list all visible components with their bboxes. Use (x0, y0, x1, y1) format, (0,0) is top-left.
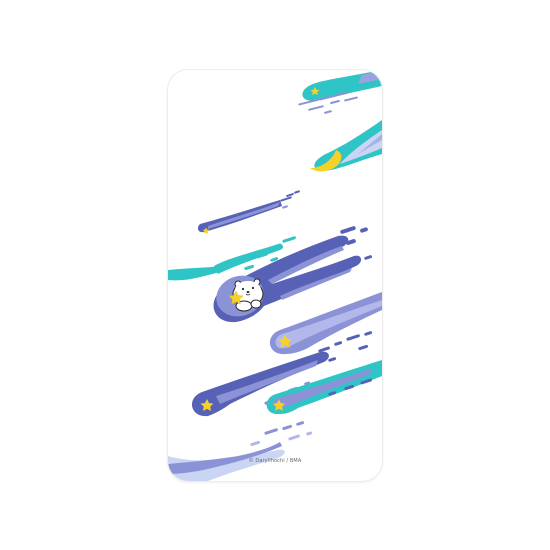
star-icon (273, 399, 285, 411)
polar-bear (228, 278, 264, 312)
teal-comet (298, 70, 382, 114)
teal-moon-streak (310, 120, 382, 172)
star-icon (278, 334, 292, 348)
star-icon (228, 290, 244, 305)
bear-comet (213, 226, 373, 323)
star-icon (200, 399, 214, 411)
lavender-star-comet (269, 292, 382, 362)
phone-case (168, 70, 382, 481)
star-icon (310, 87, 320, 96)
star-icon (202, 227, 210, 234)
navy-comet (197, 190, 300, 234)
moon-icon (310, 150, 342, 172)
case-artwork (168, 70, 382, 481)
teal-star-comet (266, 360, 382, 415)
copyright-notice: © Daryllhochi / BMA (248, 458, 302, 464)
teal-streak (168, 236, 296, 281)
pale-blue-tail (168, 421, 313, 481)
